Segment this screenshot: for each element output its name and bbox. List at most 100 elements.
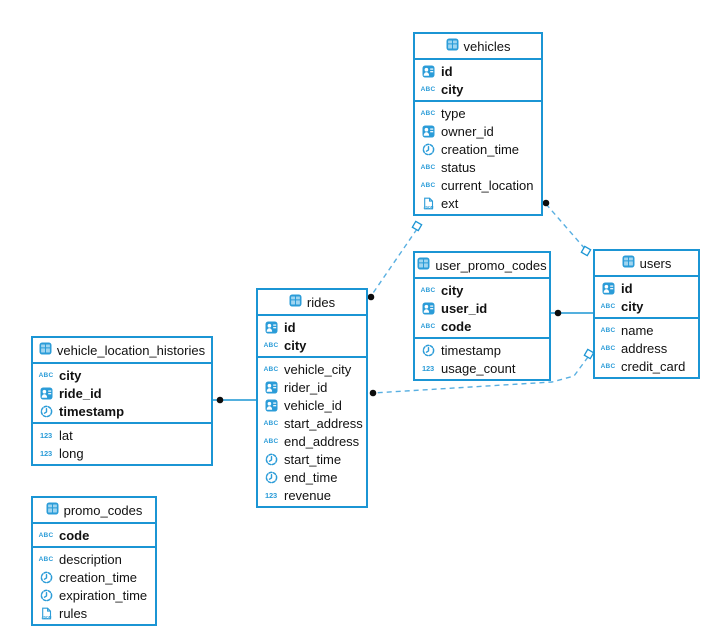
field-row-vehicle_location_histories-timestamp[interactable]: timestamp (33, 402, 211, 420)
field-row-vehicle_location_histories-city[interactable]: ABC city (33, 366, 211, 384)
text-type-icon: ABC (38, 371, 54, 379)
table-header-users[interactable]: users (595, 251, 698, 277)
text-icon-cell: ABC (37, 556, 55, 563)
text-icon-cell: ABC (599, 327, 617, 334)
field-label: id (284, 319, 296, 335)
field-row-rides-end_time[interactable]: end_time (258, 468, 366, 486)
cardinality-diamond-marker (411, 220, 423, 232)
text-icon-cell: ABC (599, 345, 617, 352)
time-icon-cell (37, 589, 55, 602)
field-row-rides-rider_id[interactable]: rider_id (258, 378, 366, 396)
field-label: code (441, 318, 472, 334)
field-label: city (441, 81, 464, 97)
text-icon-cell: ABC (262, 366, 280, 373)
number-icon-cell: 123 (419, 364, 437, 373)
field-row-user_promo_codes-timestamp[interactable]: timestamp (415, 341, 549, 359)
id-type-icon (422, 302, 434, 314)
field-row-vehicles-type[interactable]: ABC type (415, 104, 541, 122)
timestamp-type-icon (40, 405, 52, 417)
field-row-vehicle_location_histories-ride_id[interactable]: ride_id (33, 384, 211, 402)
table-icon (446, 38, 459, 54)
table-icon (417, 257, 430, 273)
field-label: city (59, 367, 82, 383)
text-type-icon: ABC (263, 419, 279, 427)
number-icon-cell: 123 (37, 431, 55, 440)
table-icon (46, 502, 59, 515)
field-row-rides-vehicle_city[interactable]: ABC vehicle_city (258, 360, 366, 378)
id-icon-cell (419, 302, 437, 315)
table-icon (46, 502, 59, 518)
id-type-icon (422, 65, 434, 77)
field-row-vehicles-owner_id[interactable]: owner_id (415, 122, 541, 140)
field-label: description (59, 551, 122, 567)
table-title: vehicles (463, 38, 511, 54)
table-icon (446, 38, 459, 51)
field-row-vehicles-city[interactable]: ABC city (415, 80, 541, 98)
table-header-user_promo_codes[interactable]: user_promo_codes (415, 253, 549, 279)
table-header-vehicles[interactable]: vehicles (415, 34, 541, 60)
text-type-icon: ABC (420, 85, 436, 93)
field-label: creation_time (59, 569, 138, 585)
field-label: code (59, 527, 90, 543)
field-row-rides-id[interactable]: id (258, 318, 366, 336)
field-row-promo_codes-expiration_time[interactable]: expiration_time (33, 586, 155, 604)
field-row-promo_codes-creation_time[interactable]: creation_time (33, 568, 155, 586)
timestamp-type-icon (422, 344, 434, 356)
field-row-promo_codes-description[interactable]: ABC description (33, 550, 155, 568)
field-row-rides-vehicle_id[interactable]: vehicle_id (258, 396, 366, 414)
field-label: type (441, 105, 466, 121)
table-title: users (639, 255, 672, 271)
text-type-icon: ABC (600, 302, 616, 310)
text-type-icon: ABC (420, 286, 436, 294)
field-label: vehicle_id (284, 397, 342, 413)
text-type-icon: ABC (420, 322, 436, 330)
field-label: current_location (441, 177, 534, 193)
text-icon-cell: ABC (262, 342, 280, 349)
field-label: expiration_time (59, 587, 148, 603)
field-row-users-id[interactable]: id (595, 279, 698, 297)
text-type-icon: ABC (420, 109, 436, 117)
id-icon-cell (419, 65, 437, 78)
timestamp-type-icon (265, 471, 277, 483)
field-label: vehicle_city (284, 361, 352, 377)
field-row-rides-start_time[interactable]: start_time (258, 450, 366, 468)
text-icon-cell: ABC (599, 363, 617, 370)
field-row-user_promo_codes-city[interactable]: ABC city (415, 281, 549, 299)
field-label: ride_id (59, 385, 102, 401)
table-header-promo_codes[interactable]: promo_codes (33, 498, 155, 524)
text-icon-cell: ABC (419, 287, 437, 294)
field-label: city (441, 282, 464, 298)
table-header-vehicle_location_histories[interactable]: vehicle_location_histories (33, 338, 211, 364)
field-label: long (59, 445, 84, 461)
field-row-user_promo_codes-code[interactable]: ABC code (415, 317, 549, 335)
field-row-user_promo_codes-user_id[interactable]: user_id (415, 299, 549, 317)
text-icon-cell: ABC (262, 438, 280, 445)
field-row-vehicles-creation_time[interactable]: creation_time (415, 140, 541, 158)
field-row-vehicles-id[interactable]: id (415, 62, 541, 80)
number-type-icon: 123 (40, 430, 52, 440)
table-header-rides[interactable]: rides (258, 290, 366, 316)
